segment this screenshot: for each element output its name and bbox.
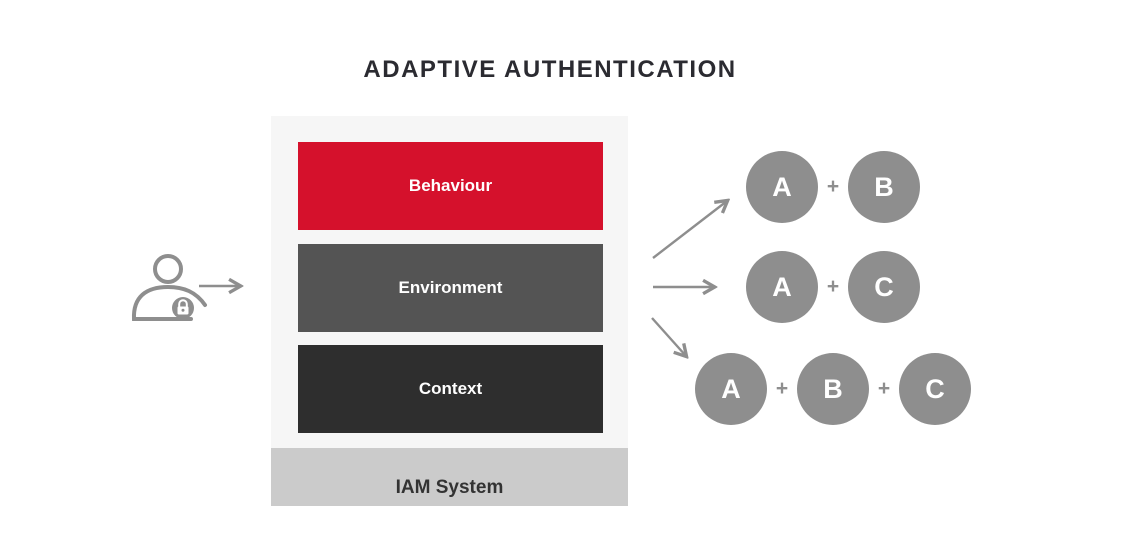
factor-box-label: Environment xyxy=(398,278,503,297)
arrow-to-combo-ab-icon xyxy=(652,201,727,259)
plus-sign: + xyxy=(826,275,840,298)
plus-sign: + xyxy=(826,175,840,198)
factor-box-label: Behaviour xyxy=(408,176,493,195)
auth-factors-panel: Behaviour Environment Context IAM System xyxy=(271,116,628,506)
combo-row-ac: A + C xyxy=(746,251,920,323)
factor-circle-c: C xyxy=(848,251,920,323)
factor-circle-a: A xyxy=(746,151,818,223)
plus-sign: + xyxy=(877,377,891,400)
factor-circle-b: B xyxy=(848,151,920,223)
factor-box-context: Context xyxy=(298,345,603,433)
factor-circle-b: B xyxy=(797,353,869,425)
factor-circle-a: A xyxy=(695,353,767,425)
plus-sign: + xyxy=(775,377,789,400)
iam-system-band: IAM System xyxy=(271,448,628,506)
iam-system-label: IAM System xyxy=(395,477,504,498)
factor-box-behaviour: Behaviour xyxy=(298,142,603,230)
factor-box-environment: Environment xyxy=(298,244,603,332)
combo-row-abc: A + B + C xyxy=(695,353,971,425)
factor-circle-a: A xyxy=(746,251,818,323)
user-lock-icon xyxy=(131,254,207,321)
combo-row-ab: A + B xyxy=(746,151,920,223)
factor-box-label: Context xyxy=(418,379,483,398)
factor-circle-c: C xyxy=(899,353,971,425)
arrow-to-combo-abc-icon xyxy=(651,317,686,356)
diagram-title: ADAPTIVE AUTHENTICATION xyxy=(363,56,737,83)
